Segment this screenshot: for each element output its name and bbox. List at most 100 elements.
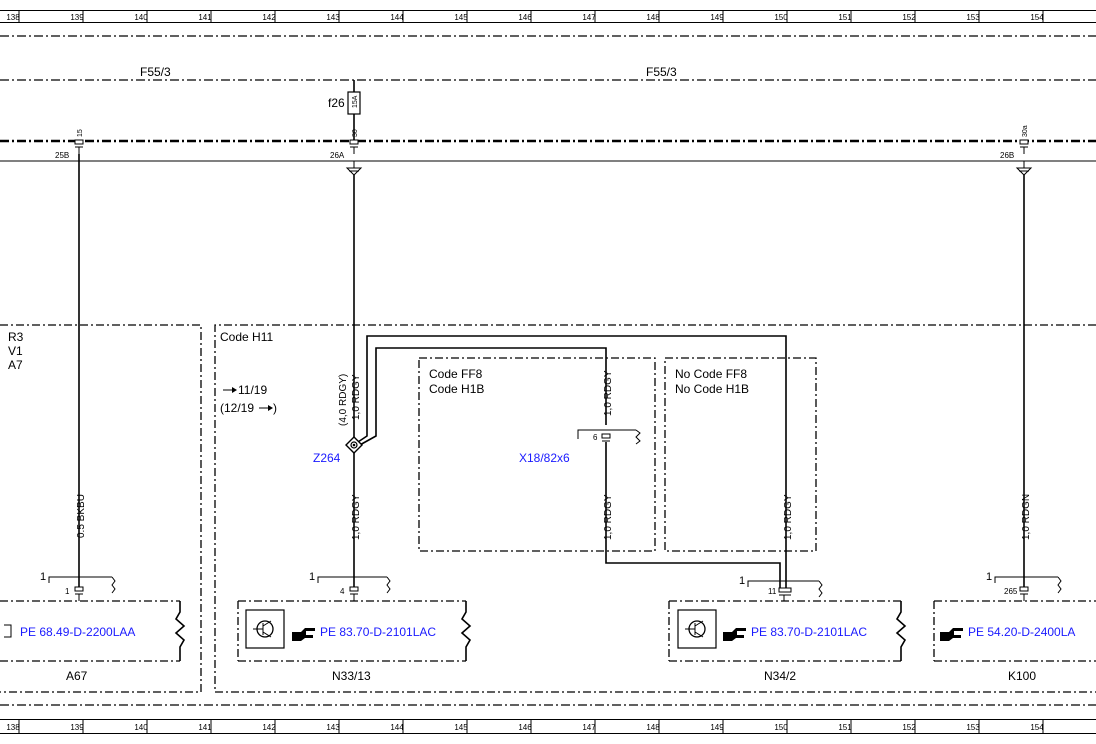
top-ruler-number: 149 [710, 13, 724, 22]
wire-label-w5: 1,0 RDGN [1021, 494, 1032, 540]
fuse-rating: 15A [352, 95, 359, 108]
sub-box-ff8-line1: Code FF8 [429, 367, 483, 381]
sub-box-no-ff8-line1: No Code FF8 [675, 367, 747, 381]
k100-pin-side: 1 [986, 571, 992, 583]
n34-2-ref[interactable]: PE 83.70-D-2101LAC [751, 625, 867, 639]
terminal-30: 30 26A [330, 129, 359, 160]
top-ruler-number: 139 [70, 13, 84, 22]
pointing-hand-icon [940, 628, 963, 641]
sub-box-no-ff8-line2: No Code H1B [675, 382, 749, 396]
bottom-ruler-number: 151 [838, 723, 852, 732]
wire-branch-x18 [357, 347, 607, 447]
left-box-line-2: V1 [8, 344, 23, 358]
bottom-ruler-number: 148 [646, 723, 660, 732]
wire-label-w2a: (4,0 RDGY) [338, 374, 349, 426]
terminal-15: 15 25B [55, 129, 84, 160]
splice-z264 [345, 436, 363, 454]
component-n33-13: 1 4 PE 83.70-D-2101LAC N33/13 [237, 571, 472, 683]
a67-pin-side: 1 [40, 571, 46, 583]
n33-13-pin: 4 [340, 587, 345, 596]
n34-2-pin: 11 [768, 587, 777, 596]
sub-box-ff8-line2: Code H1B [429, 382, 484, 396]
bus-label-right: F55/3 [646, 65, 677, 79]
top-ruler-number: 141 [198, 13, 212, 22]
terminal-30-side: 26A [330, 151, 345, 160]
bottom-ruler-number: 139 [70, 723, 84, 732]
pointing-hand-icon [292, 628, 315, 641]
top-ruler-number: 146 [518, 13, 532, 22]
component-a67: 1 1 PE 68.49-D-2200LAA A67 [0, 571, 186, 683]
n33-13-ref[interactable]: PE 83.70-D-2101LAC [320, 625, 436, 639]
top-ruler-number: 153 [966, 13, 980, 22]
n33-13-pin-side: 1 [309, 571, 315, 583]
top-ruler-number: 152 [902, 13, 916, 22]
top-ruler-number: 145 [454, 13, 468, 22]
wire-label-w3a: 1,0 RDGY [603, 370, 614, 416]
bottom-ruler-number: 149 [710, 723, 724, 732]
bottom-ruler-number: 153 [966, 723, 980, 732]
k100-label: K100 [1008, 669, 1036, 683]
pointing-hand-icon [723, 628, 746, 641]
bottom-ruler-number: 150 [774, 723, 788, 732]
a67-pin: 1 [65, 587, 70, 596]
ref-back: (12/19 [220, 401, 254, 415]
bottom-ruler-number: 154 [1030, 723, 1044, 732]
left-code-box [0, 324, 202, 693]
fuse-label: f26 [328, 96, 345, 110]
bus-label-left: F55/3 [140, 65, 171, 79]
bottom-ruler-number: 145 [454, 723, 468, 732]
n33-13-module-icon [245, 609, 285, 649]
bottom-ruler-number: 143 [326, 723, 340, 732]
wire-label-w2c: 1,0 RDGY [351, 494, 362, 540]
bottom-ruler-number: 141 [198, 723, 212, 732]
wire-label-w3b: 1,0 RDGY [603, 494, 614, 540]
wire-x18-to-n34-2 [605, 442, 781, 588]
terminal-30a-top: 30a [1022, 125, 1029, 137]
main-box-title: Code H11 [220, 330, 273, 344]
n34-2-label: N34/2 [764, 669, 796, 683]
terminal-15-side: 25B [55, 151, 69, 160]
connector-x18-pin: 6 [593, 433, 598, 442]
top-ruler-number: 142 [262, 13, 276, 22]
a67-label: A67 [66, 669, 88, 683]
sub-box-ff8 [418, 357, 656, 552]
top-ruler-number: 144 [390, 13, 404, 22]
k100-pin: 265 [1004, 587, 1018, 596]
wire-branch-n34-2 [357, 335, 787, 588]
left-box-line-3: A7 [8, 358, 23, 372]
terminal-30a-side: 26B [1000, 151, 1014, 160]
top-ruler-number: 148 [646, 13, 660, 22]
component-n34-2: 1 11 PE 83.70-D-2101LAC N34/2 [668, 575, 907, 683]
top-ruler-number: 143 [326, 13, 340, 22]
n33-13-label: N33/13 [332, 669, 371, 683]
top-ruler-number: 150 [774, 13, 788, 22]
n34-2-module-icon [677, 609, 717, 649]
arrow-26b [1015, 161, 1033, 176]
bottom-ruler-number: 152 [902, 723, 916, 732]
terminal-30-top: 30 [352, 129, 359, 137]
ref-arrows: 11/19 (12/19 ) [220, 383, 277, 415]
arrow-26a [345, 161, 363, 176]
connector-x18: 6 [577, 429, 641, 445]
a67-ref[interactable]: PE 68.49-D-2200LAA [20, 625, 135, 639]
left-box-line-1: R3 [8, 330, 24, 344]
bottom-ruler-number: 146 [518, 723, 532, 732]
wire-label-w2b: 1,0 RDGY [351, 374, 362, 420]
component-k100: 1 265 PE 54.20-D-2400LA K100 [933, 571, 1096, 683]
sub-box-no-ff8 [664, 357, 817, 552]
k100-ref[interactable]: PE 54.20-D-2400LA [968, 625, 1075, 639]
n34-2-pin-side: 1 [739, 575, 745, 587]
top-ruler-number: 138 [6, 13, 20, 22]
terminal-30a: 30a 26B [1000, 125, 1029, 160]
bottom-ruler-number: 147 [582, 723, 596, 732]
bottom-ruler-number: 142 [262, 723, 276, 732]
fuse-f26: f26 15A [328, 80, 361, 141]
connector-x18-label: X18/82x6 [519, 451, 570, 465]
splice-label: Z264 [313, 451, 341, 465]
top-ruler-number: 154 [1030, 13, 1044, 22]
ref-back-end: ) [273, 401, 277, 415]
top-ruler-number: 151 [838, 13, 852, 22]
